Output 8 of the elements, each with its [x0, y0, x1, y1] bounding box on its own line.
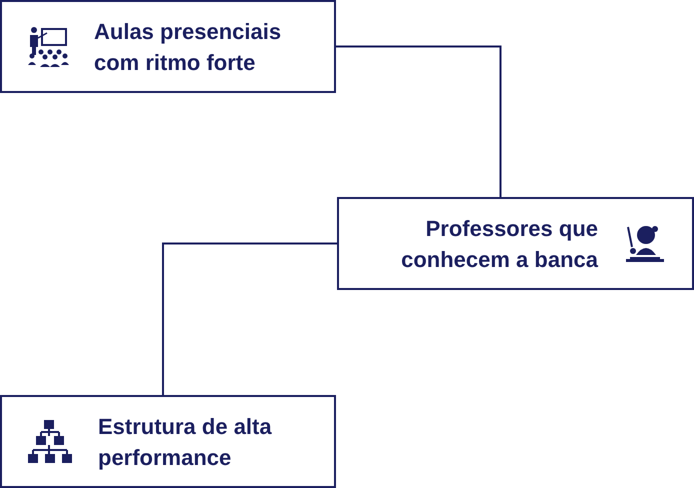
feature-title: Aulas presenciais com ritmo forte — [94, 18, 282, 76]
connector-line — [336, 46, 502, 197]
feature-title: Estrutura de alta performance — [98, 412, 273, 472]
feature-box — [0, 395, 336, 488]
feature-box — [337, 197, 694, 290]
connector-line — [162, 242, 337, 395]
feature-title: Professores que conhecem a banca — [400, 214, 598, 274]
feature-box — [0, 0, 336, 93]
